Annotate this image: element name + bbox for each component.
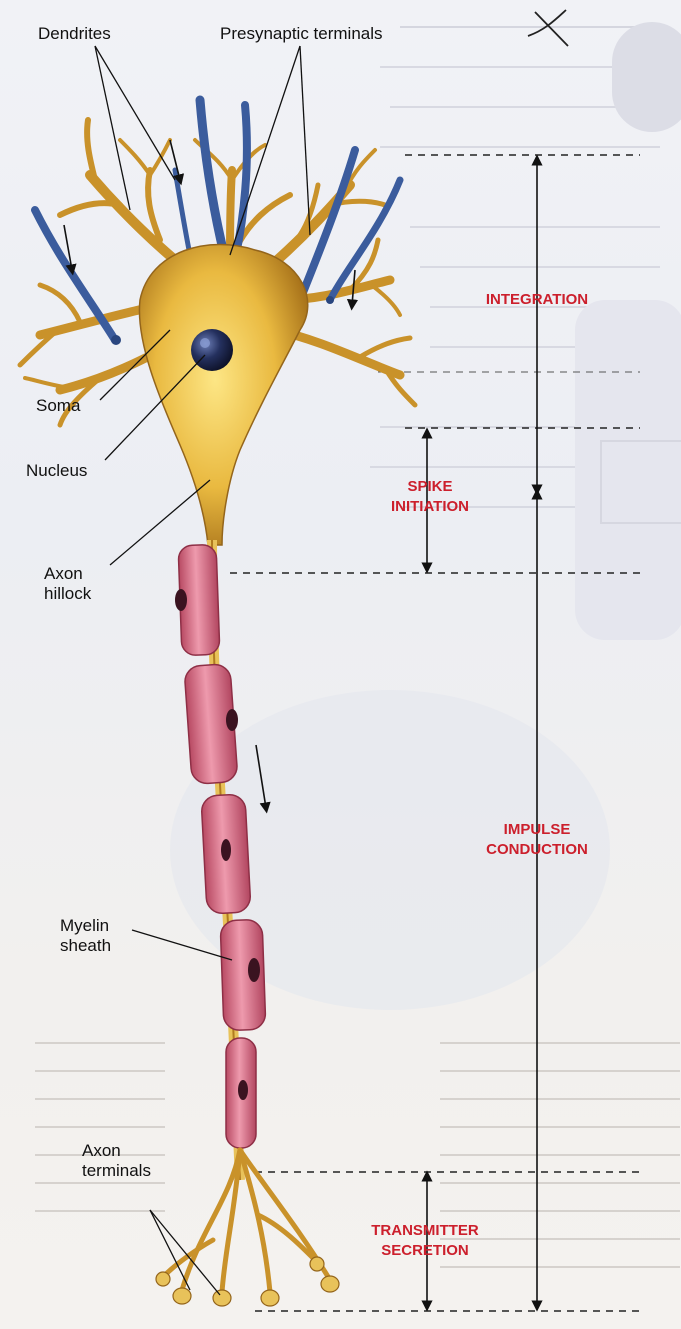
transmitter-secretion-line2: SECRETION: [381, 1242, 469, 1259]
transmitter-secretion-zone-label: TRANSMITTER SECRETION: [350, 1221, 500, 1261]
dashed-guide-lines: [230, 154, 640, 1312]
myelin-sheath-label-line1: Myelin: [60, 916, 110, 935]
spike-initiation-zone-label: SPIKE INITIATION: [370, 477, 490, 517]
flow-arrows: [63, 139, 359, 814]
background-bleed-through-paragraph-left: [35, 1030, 165, 1329]
nucleus-shape: [191, 329, 233, 371]
axon-terminals-label: Axon terminals: [82, 1141, 151, 1181]
background-bleed-through-paragraph: [440, 1030, 680, 1329]
impulse-conduction-line1: IMPULSE: [503, 821, 571, 838]
measurement-arrows: [421, 154, 543, 1312]
myelin-sheath-label-line2: sheath: [60, 936, 112, 955]
soma-label: Soma: [36, 396, 81, 415]
presynaptic-terminals-label: Presynaptic terminals: [220, 24, 383, 43]
impulse-conduction-zone-label: IMPULSE CONDUCTION: [462, 820, 612, 860]
axon-hillock-label: Axon hillock: [44, 564, 91, 604]
myelin-sheath-label: Myelin sheath: [60, 916, 111, 956]
axon-terminal-boutons: [155, 1256, 340, 1307]
leader-lines: [94, 45, 311, 1296]
dendrites-label: Dendrites: [38, 24, 111, 43]
impulse-conduction-line2: CONDUCTION: [486, 841, 588, 858]
integration-zone-label: INTEGRATION: [485, 291, 589, 308]
soma-shape: [138, 243, 309, 546]
transmitter-secretion-line1: TRANSMITTER: [371, 1222, 479, 1239]
nucleus-label: Nucleus: [26, 461, 88, 480]
schwann-nuclei: [175, 589, 260, 1100]
axon-hillock-label-line1: Axon: [44, 564, 83, 583]
axon-hillock-label-line2: hillock: [44, 584, 92, 603]
x-mark-icon: [527, 9, 569, 47]
axon-terminals-label-line1: Axon: [82, 1141, 121, 1160]
spike-initiation-line2: INITIATION: [390, 498, 470, 515]
spike-initiation-line1: SPIKE: [407, 478, 453, 495]
axon-terminals-label-line2: terminals: [82, 1161, 151, 1180]
axon-terminal-branches: [162, 1147, 333, 1295]
